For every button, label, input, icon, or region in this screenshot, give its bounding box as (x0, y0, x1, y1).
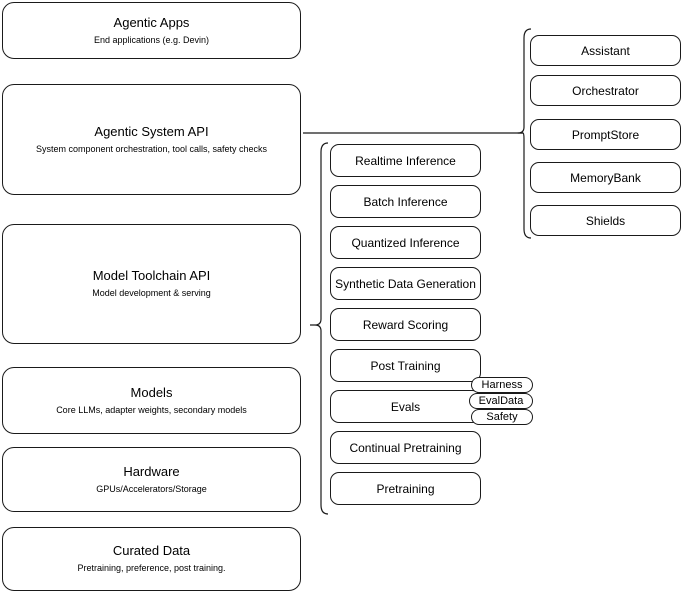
layer-title: Hardware (123, 463, 180, 479)
toolchain-label: Reward Scoring (362, 317, 449, 332)
layer-title: Agentic System API (94, 123, 209, 139)
toolchain-continual-pretraining[interactable]: Continual Pretraining (330, 431, 481, 464)
layer-curated-data[interactable]: Curated Data Pretraining, preference, po… (2, 527, 301, 591)
toolchain-quantized-inference[interactable]: Quantized Inference (330, 226, 481, 259)
toolchain-label: Realtime Inference (355, 153, 456, 168)
layer-model-toolchain-api[interactable]: Model Toolchain API Model development & … (2, 224, 301, 344)
system-memorybank[interactable]: MemoryBank (530, 162, 681, 193)
system-orchestrator[interactable]: Orchestrator (530, 75, 681, 106)
layer-subtitle: GPUs/Accelerators/Storage (96, 483, 207, 494)
layer-subtitle: Model development & serving (92, 288, 211, 298)
toolchain-evals[interactable]: Evals (330, 390, 481, 423)
toolchain-post-training[interactable]: Post Training (330, 349, 481, 382)
toolchain-label: Pretraining (376, 481, 435, 496)
system-label: PromptStore (571, 127, 640, 142)
badge-safety[interactable]: Safety (471, 409, 533, 425)
badge-evaldata[interactable]: EvalData (469, 393, 533, 409)
toolchain-batch-inference[interactable]: Batch Inference (330, 185, 481, 218)
system-shields[interactable]: Shields (530, 205, 681, 236)
badge-harness[interactable]: Harness (471, 377, 533, 393)
layer-subtitle: System component orchestration, tool cal… (35, 143, 268, 154)
layer-title: Curated Data (112, 543, 191, 558)
badge-label: EvalData (478, 395, 524, 407)
layer-title: Agentic Apps (113, 14, 190, 30)
toolchain-label: Synthetic Data Generation (335, 276, 476, 291)
system-label: Assistant (581, 43, 630, 58)
system-label: Shields (585, 213, 626, 228)
layer-agentic-system-api[interactable]: Agentic System API System component orch… (2, 84, 301, 195)
layer-hardware[interactable]: Hardware GPUs/Accelerators/Storage (2, 447, 301, 512)
layer-subtitle: Core LLMs, adapter weights, secondary mo… (56, 404, 247, 415)
toolchain-label: Post Training (370, 358, 441, 373)
toolchain-realtime-inference[interactable]: Realtime Inference (330, 144, 481, 177)
layer-title: Model Toolchain API (92, 268, 211, 283)
system-promptstore[interactable]: PromptStore (530, 119, 681, 150)
badge-label: Harness (481, 379, 523, 391)
brace-toolchain-components (310, 142, 329, 515)
toolchain-synthetic-data-generation[interactable]: Synthetic Data Generation (330, 267, 481, 300)
layer-agentic-apps[interactable]: Agentic Apps End applications (e.g. Devi… (2, 2, 301, 59)
toolchain-label: Evals (390, 399, 421, 414)
layer-subtitle: Pretraining, preference, post training. (77, 563, 226, 573)
layer-subtitle: End applications (e.g. Devin) (93, 34, 210, 45)
layer-models[interactable]: Models Core LLMs, adapter weights, secon… (2, 367, 301, 434)
layer-title: Models (130, 384, 173, 400)
toolchain-label: Batch Inference (363, 194, 448, 209)
toolchain-label: Continual Pretraining (349, 440, 462, 455)
toolchain-label: Quantized Inference (351, 235, 460, 250)
toolchain-reward-scoring[interactable]: Reward Scoring (330, 308, 481, 341)
system-assistant[interactable]: Assistant (530, 35, 681, 66)
system-label: Orchestrator (572, 83, 639, 98)
toolchain-pretraining[interactable]: Pretraining (330, 472, 481, 505)
system-label: MemoryBank (570, 170, 641, 185)
badge-label: Safety (486, 411, 518, 423)
